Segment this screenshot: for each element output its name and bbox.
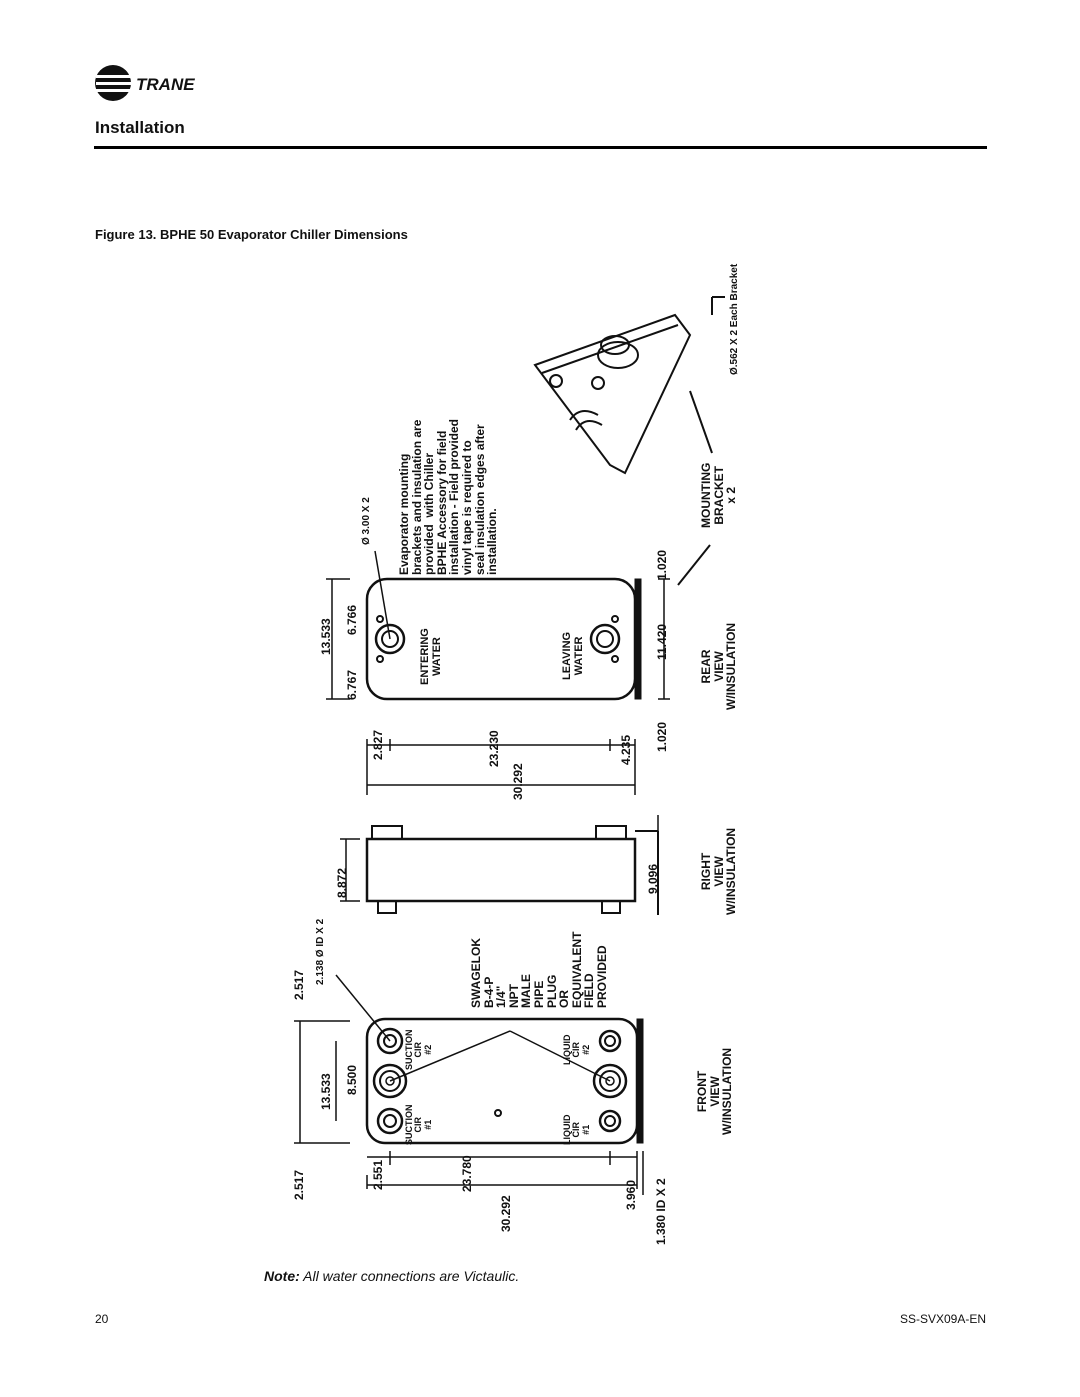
page-number: 20 xyxy=(95,1312,109,1326)
dimension-drawing xyxy=(294,296,725,1195)
dim-rear-right-offset: 4.235 xyxy=(619,734,633,765)
dim-rear-half-a: 6.767 xyxy=(345,669,359,700)
dim-right-height: 8.872 xyxy=(335,867,349,898)
dim-front-right-offset: 3.960 xyxy=(624,1179,638,1210)
mounting-note: Evaporator mounting brackets and insulat… xyxy=(397,418,500,575)
port-liquid-2: LIQUID CIR #2 xyxy=(562,1034,591,1066)
document-id: SS-SVX09A-EN xyxy=(899,1312,986,1326)
dim-front-top-offset: 2.517 xyxy=(292,969,306,1000)
mounting-hole-note: Ø.562 X 2 Each Bracket xyxy=(729,263,740,375)
note: Note: All water connections are Victauli… xyxy=(264,1268,519,1284)
dim-front-bottom-offset: 2.517 xyxy=(292,1169,306,1200)
trane-logo: TRANE xyxy=(95,65,195,101)
mounting-bracket xyxy=(533,296,725,586)
dim-rear-left-offset: 2.827 xyxy=(371,729,385,760)
connection-note: SWAGELOK B-4-P 1/4" NPT MALE PIPE PLUG O… xyxy=(469,931,609,1008)
dim-front-top-id: 2.138 Ø ID X 2 xyxy=(315,918,326,985)
dim-rear-overall: 30.292 xyxy=(511,763,525,800)
rear-view xyxy=(326,550,670,795)
figure-caption: Figure 13. BPHE 50 Evaporator Chiller Di… xyxy=(95,227,408,242)
dim-front-right-id: 1.380 ID X 2 xyxy=(654,1178,668,1245)
dim-rear-depth-c: 1.020 xyxy=(655,549,669,580)
port-suction-1: SUCTION CIR #1 xyxy=(404,1104,433,1146)
entering-water-label: ENTERING WATER xyxy=(419,628,443,685)
header-rule xyxy=(94,146,987,149)
dim-front-overall: 30.292 xyxy=(499,1195,513,1232)
dim-front-height-inner: 8.500 xyxy=(345,1064,359,1095)
dim-right-depth: 9.096 xyxy=(646,863,660,894)
right-view-label: RIGHT VIEW W/INSULATION xyxy=(699,827,739,915)
dim-rear-depth-b: 11.420 xyxy=(655,623,669,660)
port-liquid-1: LIQUID CIR #1 xyxy=(562,1114,591,1146)
dim-rear-hole: Ø 3.00 X 2 xyxy=(361,497,372,545)
leaving-water-label: LEAVING WATER xyxy=(561,631,585,680)
dim-rear-center-span: 23.230 xyxy=(487,730,501,767)
mounting-bracket-label: MOUNTING BRACKET x 2 xyxy=(699,462,739,528)
rear-view-label: REAR VIEW W/INSULATION xyxy=(699,622,739,710)
front-view xyxy=(294,974,644,1195)
dim-front-center-span: 23.780 xyxy=(460,1155,474,1192)
note-label: Note: xyxy=(264,1268,300,1284)
dim-rear-half-b: 6.766 xyxy=(345,604,359,635)
logo-text: TRANE xyxy=(136,75,195,94)
port-suction-2: SUCTION CIR #2 xyxy=(404,1029,433,1071)
dim-front-left-offset: 2.551 xyxy=(371,1159,385,1190)
section-title: Installation xyxy=(95,118,185,137)
dim-rear-depth-a: 1.020 xyxy=(655,721,669,752)
front-view-label: FRONT VIEW W/INSULATION xyxy=(695,1047,735,1135)
right-view xyxy=(340,815,659,915)
dim-front-height-total: 13.533 xyxy=(319,1073,333,1110)
dim-rear-height-total: 13.533 xyxy=(319,618,333,655)
note-text: All water connections are Victaulic. xyxy=(303,1268,520,1284)
